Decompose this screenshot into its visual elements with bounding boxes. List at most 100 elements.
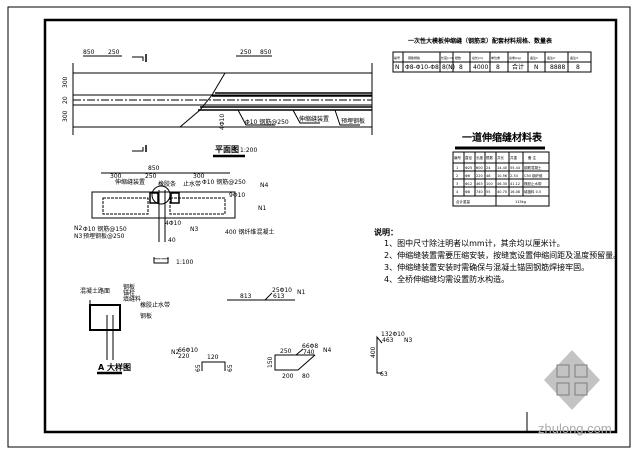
drawing-text: Φ8-Φ10-Φ8 bbox=[405, 64, 439, 71]
drawing-text: 根数 bbox=[486, 155, 494, 160]
drawing-text: 850 bbox=[83, 49, 95, 56]
drawing-text: 1、图中尺寸除注明者以mm计，其余均以厘米计。 bbox=[384, 238, 565, 248]
drawing-text: Φ12 bbox=[465, 182, 472, 186]
drawing-text: 止水带 bbox=[183, 180, 201, 188]
drawing-text: Φ10 钢筋@150 bbox=[83, 225, 127, 233]
drawing-text: 740 bbox=[303, 349, 315, 356]
inner-frame bbox=[43, 18, 618, 434]
material-table: 一道伸缩缝材料表 编号 直径 长度 根数 共长 共重 备 注 1 Φ25 600… bbox=[452, 131, 550, 207]
quantity-table-title: 一次性大模板伸缩缝（钢筋束）配套材料规格、数量表 bbox=[408, 37, 553, 45]
drawing-text: 伸缩缝装置 bbox=[115, 178, 145, 186]
drawing-text: 150 bbox=[267, 356, 274, 368]
drawing-text: 4 bbox=[456, 190, 459, 194]
drawing-text: 55 bbox=[486, 190, 490, 194]
drawing-text: 4Φ10 bbox=[165, 220, 181, 227]
bar-n4: 250 66Φ8 740 N4 150 200 80 bbox=[267, 343, 331, 380]
drawing-text: N2 bbox=[74, 225, 82, 232]
drawing-text: N2 bbox=[171, 349, 179, 356]
drawing-text: 4Φ10 bbox=[219, 114, 226, 130]
drawing-text: 2.34 bbox=[510, 174, 519, 178]
bar-n1: 813 25Φ10 613 N1 bbox=[227, 287, 305, 301]
drawing-text: 8 bbox=[576, 64, 580, 71]
drawing-text: 伸缩缝装置 bbox=[299, 115, 329, 123]
drawing-text: N4 bbox=[260, 182, 268, 189]
drawing-text: 8(N) bbox=[442, 64, 455, 71]
drawing-text: 200 bbox=[282, 373, 294, 380]
drawing-text: 8 bbox=[459, 64, 463, 71]
drawing-text: 钢筋规格 bbox=[408, 55, 420, 60]
detail-title: A 大样图 bbox=[98, 362, 131, 372]
drawing-text: 46.30 bbox=[497, 182, 507, 186]
drawing-text: 编号 bbox=[454, 155, 462, 160]
drawing-text: 250 bbox=[108, 49, 120, 56]
drawing-text: N3 bbox=[404, 337, 412, 344]
drawing-text: Φ25 bbox=[465, 166, 472, 170]
drawing-text: 根数 bbox=[455, 55, 461, 60]
notes: 说明： 1、图中尺寸除注明者以mm计，其余均以厘米计。 2、伸缩缝装置需要压缩安… bbox=[374, 227, 621, 284]
drawing-text: 1 bbox=[456, 166, 458, 170]
drawing-text: 长度 bbox=[476, 155, 484, 160]
drawing-text: N bbox=[395, 64, 400, 71]
drawing-text: 钢筋混凝土 bbox=[524, 165, 542, 170]
plan-view: 850 250 250 850 300 20 300 4Φ10 Φ10 钢筋@2… bbox=[62, 49, 373, 158]
drawing-text: C50 钢纤维 bbox=[524, 173, 543, 178]
drawing-text: Φ8 bbox=[465, 190, 470, 194]
drawing-text: 9Φ10 bbox=[229, 192, 245, 199]
drawing-text: 2、伸缩缝装置需要压缩安装，按缝宽设置伸缩间距及温度预留量。 bbox=[384, 250, 621, 260]
drawing-text: Φ10 钢筋@250 bbox=[202, 178, 246, 186]
drawing-text: 300 bbox=[110, 173, 122, 180]
drawing-text: N3 bbox=[190, 226, 198, 233]
drawing-text: 65 bbox=[227, 364, 234, 372]
drawing-text: 钢板 bbox=[123, 283, 135, 291]
outer-frame bbox=[7, 6, 631, 448]
drawing-text: N bbox=[534, 64, 539, 71]
drawing-text: 463 bbox=[476, 182, 483, 186]
drawing-text: 10.56 bbox=[497, 174, 507, 178]
quantity-table: 一次性大模板伸缩缝（钢筋束）配套材料规格、数量表 N Φ8-Φ10-Φ8 8(N… bbox=[392, 37, 592, 73]
drawing-text: 总重(kg) bbox=[509, 55, 521, 60]
drawing-text: 300 bbox=[62, 110, 69, 122]
drawing-text: 钢板 bbox=[140, 312, 152, 320]
drawing-text: 813 bbox=[240, 293, 252, 300]
watermark-logo bbox=[544, 350, 600, 410]
drawing-text: 850 bbox=[260, 49, 272, 56]
drawing-text: 合计重量 bbox=[456, 199, 470, 204]
drawing-text: 850 bbox=[148, 165, 160, 172]
drawing-text: 115kg bbox=[515, 200, 526, 204]
drawing-text: 25Φ10 bbox=[272, 287, 292, 294]
drawing-text: 250 bbox=[145, 173, 157, 180]
drawing-text: 总长(m) bbox=[472, 55, 483, 60]
drawing-text: 250 bbox=[280, 348, 292, 355]
drawing-text: 3、伸缩缝装置安装时需确保与混凝土锚固钢筋焊接牢固。 bbox=[384, 262, 589, 272]
drawing-text: 编号 bbox=[394, 55, 400, 60]
drawing-text: 混凝土路面 bbox=[80, 287, 110, 295]
drawing-text: 4000 bbox=[473, 64, 488, 71]
drawing-text: 400 bbox=[370, 346, 377, 358]
drawing-text: 20 bbox=[62, 96, 69, 104]
drawing-text: 250 bbox=[240, 49, 252, 56]
drawing-text: Φ6 bbox=[465, 174, 470, 178]
drawing-text: 直径 bbox=[465, 155, 473, 160]
drawing-text: Φ10 钢筋@250 bbox=[245, 118, 289, 126]
bar-n3: 132Φ10 463 N3 400 63 bbox=[370, 331, 412, 378]
drawing-text: 600 bbox=[476, 166, 483, 170]
drawing-text: 463 bbox=[382, 337, 394, 344]
drawing-text: 8888 bbox=[550, 64, 565, 71]
drawing-text: 132Φ10 bbox=[381, 331, 405, 338]
drawing-text: 66Φ10 bbox=[178, 347, 198, 354]
drawing-text: 锚栓 bbox=[123, 289, 135, 297]
drawing-text: 4、全桥伸缩缝均需设置防水构造。 bbox=[384, 274, 509, 284]
drawing-text: 8 bbox=[496, 64, 500, 71]
drawing-text: 740 bbox=[476, 190, 483, 194]
drawing-text: 220 bbox=[178, 353, 190, 360]
drawing-text: 400 钢纤维混凝土 bbox=[225, 228, 274, 236]
drawing-text: 橡胶止水带 bbox=[140, 301, 170, 309]
drawing-text: 橡胶止水带 bbox=[524, 181, 542, 186]
drawing-text: 预埋钢板@250 bbox=[83, 232, 125, 240]
drawing-text: 备 注 bbox=[528, 155, 537, 160]
drawing-text: 2 bbox=[456, 174, 458, 178]
drawing-text: 1:100 bbox=[176, 259, 193, 266]
drawing-text: N1 bbox=[297, 289, 305, 296]
